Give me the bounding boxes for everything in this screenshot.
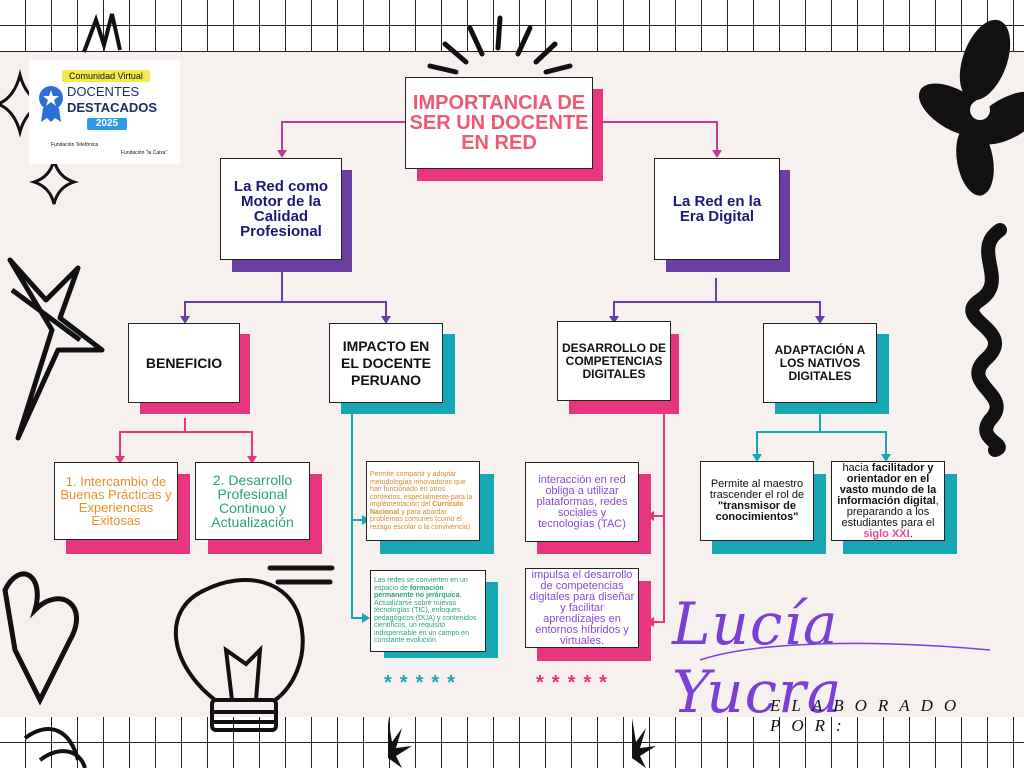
badge-footer-right: Fundación "la Caixa" (121, 150, 168, 156)
sunburst-icon (427, 15, 573, 75)
flower-icon (918, 19, 1024, 196)
impacto-note1: Permite compartir y adoptar metodologías… (370, 471, 473, 531)
left-branch-box: La Red como Motor de la Calidad Profesio… (220, 158, 342, 260)
badge-footer-left: Fundación Telefónica (51, 142, 99, 148)
grid-background-bottom (0, 717, 1024, 768)
spark-icon (632, 718, 656, 768)
right-branch-box: La Red en la Era Digital (654, 158, 780, 260)
lightbulb-icon (173, 578, 305, 732)
credit-label: ELABORADO POR: (770, 696, 968, 735)
medal-icon (39, 86, 63, 122)
teal-asterisk-row: ***** (384, 672, 463, 694)
title-box: IMPORTANCIA DE SER UN DOCENTE EN RED (405, 77, 593, 169)
nativos-note2-box: hacia facilitador y orientador en el vas… (831, 461, 945, 541)
spark-icon (388, 718, 412, 768)
signature-underline (699, 642, 991, 661)
beneficio-item2-box: 2. Desarrollo Profesional Continuo y Act… (195, 462, 310, 540)
impacto-note2-box: Las redes se convierten en un espacio de… (370, 570, 486, 652)
impacto-label: IMPACTO EN EL DOCENTE PERUANO (341, 337, 431, 388)
nativos-note1: Permite al maestro trascender el rol de … (709, 478, 805, 523)
sparkle-icon (28, 159, 80, 205)
nativos-note2: hacia facilitador y orientador en el vas… (837, 461, 939, 540)
author-signature: Lucía Yucra (672, 590, 843, 726)
badge-line2: DESTACADOS (67, 100, 158, 115)
beneficio-item1-box: 1. Intercambio de Buenas Prácticas y Exp… (54, 462, 178, 540)
beneficio-item2: 2. Desarrollo Profesional Continuo y Act… (211, 472, 294, 530)
heart-scribble-icon (2, 571, 79, 706)
comp-note1-box: interacción en red obliga a utilizar pla… (525, 462, 639, 542)
badge-line1: DOCENTES (67, 84, 140, 99)
comp-note2-box: impulsa el desarrollo de competencias di… (525, 568, 639, 648)
competencias-label: DESARROLLO DE COMPETENCIAS DIGITALES (561, 340, 666, 381)
comp-note1: interacción en red obliga a utilizar pla… (536, 473, 628, 530)
leaf-scribble-icon (23, 727, 87, 768)
pink-asterisk-row: ***** (536, 672, 615, 694)
beneficio-label: BENEFICIO (145, 354, 223, 371)
badge-year: 2025 (87, 118, 127, 130)
nativos-label: ADAPTACIÓN A LOS NATIVOS DIGITALES (774, 342, 866, 383)
light-rays-icon (267, 565, 335, 585)
community-badge: Comunidad Virtual DOCENTES DESTACADOS 20… (29, 60, 180, 164)
left-branch-label: La Red como Motor de la Calidad Profesio… (233, 178, 329, 240)
nativos-box: ADAPTACIÓN A LOS NATIVOS DIGITALES (763, 323, 877, 403)
nativos-note1-box: Permite al maestro trascender el rol de … (700, 461, 814, 541)
competencias-box: DESARROLLO DE COMPETENCIAS DIGITALES (557, 321, 671, 401)
badge-top-label: Comunidad Virtual (62, 70, 150, 82)
grid-background-top (0, 0, 1024, 52)
impacto-note1-box: Permite compartir y adoptar metodologías… (366, 461, 480, 541)
impacto-box: IMPACTO EN EL DOCENTE PERUANO (329, 323, 443, 403)
star-scribble-icon (7, 257, 105, 441)
diagram-title: IMPORTANCIA DE SER UN DOCENTE EN RED (409, 92, 589, 154)
scribble-icon (965, 223, 1007, 457)
right-branch-label: La Red en la Era Digital (672, 193, 762, 225)
impacto-note2: Las redes se convierten en un espacio de… (374, 577, 477, 645)
comp-note2: impulsa el desarrollo de competencias di… (529, 568, 635, 647)
beneficio-item1: 1. Intercambio de Buenas Prácticas y Exp… (60, 474, 172, 528)
crown-spikes-icon (82, 13, 122, 53)
beneficio-box: BENEFICIO (128, 323, 240, 403)
